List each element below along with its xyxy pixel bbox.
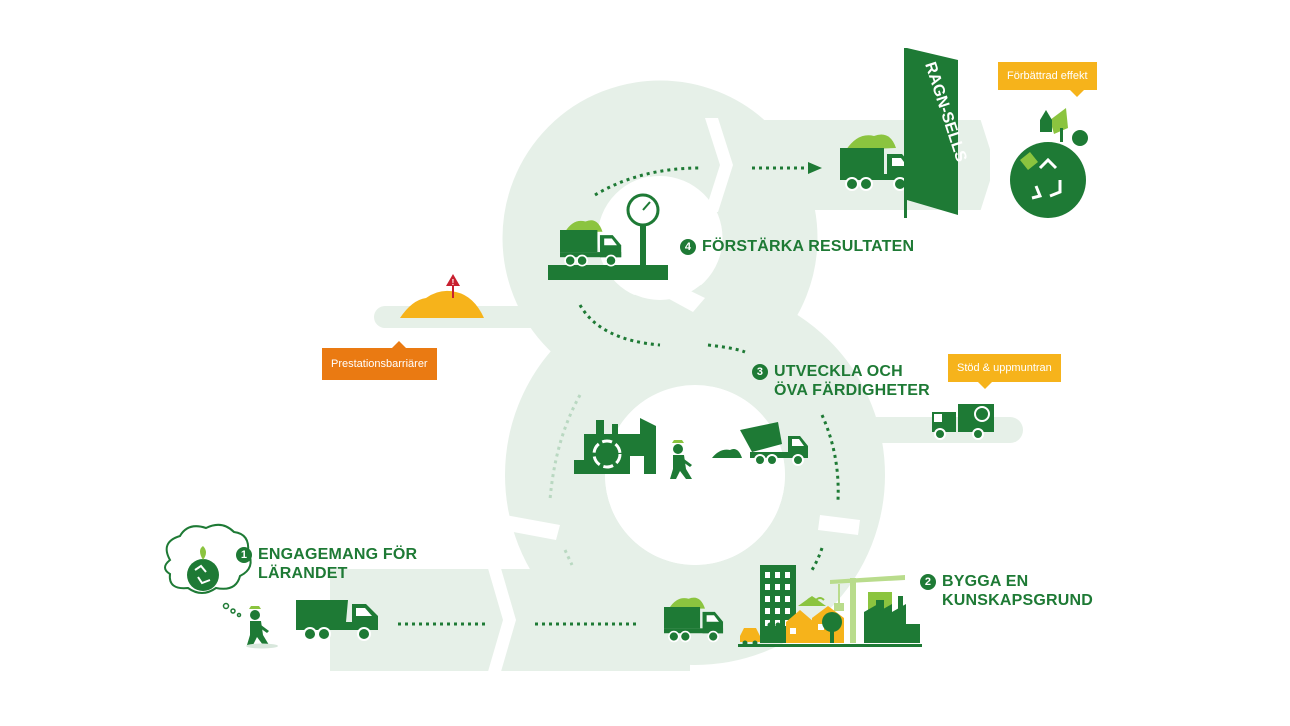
step-4-line1: FÖRSTÄRKA RESULTATEN <box>702 238 915 255</box>
thought-bubble <box>164 523 252 618</box>
soil-pile-icon <box>712 449 742 458</box>
sand-pile-icon: ! <box>400 274 484 318</box>
dump-truck-icon <box>296 600 378 641</box>
tag-effect: Förbättrad effekt <box>998 62 1097 97</box>
step-3-line2: ÖVA FÄRDIGHETER <box>774 382 930 399</box>
step-4-number: 4 <box>680 239 696 255</box>
dotted-paths <box>398 166 840 626</box>
flag-sign-icon: RAGN-SELLS <box>904 48 970 218</box>
recycling-truck-icon <box>932 404 994 440</box>
globe-icon <box>1010 108 1088 218</box>
tipper-truck-icon <box>740 422 808 466</box>
step-3-number: 3 <box>752 364 768 380</box>
step-4-label: 4 FÖRSTÄRKA RESULTATEN <box>680 237 914 256</box>
step-2-line2: KUNSKAPSGRUND <box>942 592 1094 609</box>
step-2-line1: BYGGA EN <box>942 573 1029 590</box>
step-1-line2: LÄRANDET <box>258 565 348 582</box>
step-2-label: 2 BYGGA EN KUNSKAPSGRUND <box>920 572 1093 610</box>
factory-icon <box>864 596 920 643</box>
city-icon <box>738 565 922 647</box>
recycling-plant-icon <box>574 418 656 474</box>
step-1-line1: ENGAGEMANG FÖR <box>258 546 418 563</box>
step-3-line1: UTVECKLA OCH <box>774 363 903 380</box>
step-1-number: 1 <box>236 547 252 563</box>
warning-mark: ! <box>452 278 455 287</box>
step-3-label: 3 UTVECKLA OCH ÖVA FÄRDIGHETER <box>752 362 930 400</box>
scale-icon <box>548 193 668 280</box>
road-chevrons <box>487 118 1008 675</box>
loaded-truck-bottom-icon <box>663 597 724 643</box>
tag-support: Stöd & uppmuntran <box>948 354 1061 389</box>
step-2-number: 2 <box>920 574 936 590</box>
loaded-truck-top-icon <box>839 134 913 191</box>
tag-barriers: Prestationsbarriärer <box>322 341 437 380</box>
worker-icon <box>247 606 269 645</box>
step-1-label: 1 ENGAGEMANG FÖR LÄRANDET <box>236 545 417 583</box>
